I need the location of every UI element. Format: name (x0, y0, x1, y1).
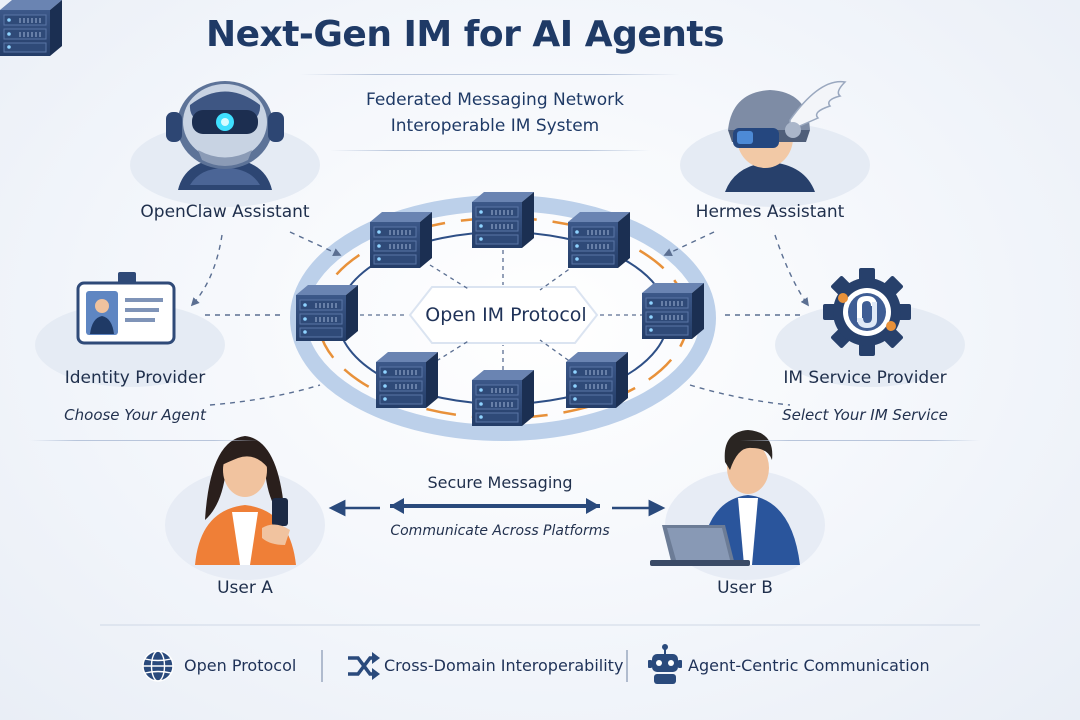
hermes-winged-helmet-icon (725, 80, 847, 192)
server-right (641, 282, 705, 340)
secure-messaging-caption: Communicate Across Platforms (390, 523, 610, 539)
server-left (295, 284, 359, 342)
subtitle-line-2: Interoperable IM System (390, 116, 600, 136)
server-bottom (471, 369, 535, 427)
user-a-label: User A (217, 578, 273, 598)
robot-icon (648, 644, 682, 684)
server-nodes (0, 0, 62, 56)
identity-provider-caption: Choose Your Agent (64, 406, 206, 424)
im-service-provider-label: IM Service Provider (783, 368, 947, 388)
server-top (471, 191, 535, 249)
server-bottom-right (565, 351, 629, 409)
im-service-provider-caption: Select Your IM Service (782, 406, 948, 424)
identity-provider-label: Identity Provider (64, 368, 206, 388)
footer-agent-centric-communication: Agent-Centric Communication (688, 656, 930, 675)
openclaw-robot-icon (166, 81, 284, 190)
hermes-assistant-label: Hermes Assistant (695, 202, 845, 222)
user-b-label: User B (717, 578, 773, 598)
identity-card-icon (76, 272, 176, 345)
footer-separators (100, 624, 980, 682)
footer-cross-domain-interoperability: Cross-Domain Interoperability (384, 656, 624, 675)
gear-icon (823, 268, 911, 356)
title-divider (300, 74, 680, 75)
identity-divider (30, 440, 260, 441)
server-bottom-left (375, 351, 439, 409)
subtitle-divider (330, 150, 650, 151)
im-service-divider (740, 440, 980, 441)
footer-open-protocol: Open Protocol (184, 656, 297, 675)
server-top-left (369, 211, 433, 269)
secure-messaging-arrows (328, 498, 666, 517)
openclaw-assistant-label: OpenClaw Assistant (140, 202, 310, 222)
subtitle-line-1: Federated Messaging Network (365, 90, 624, 110)
open-im-protocol-label: Open IM Protocol (425, 304, 587, 326)
cross-arrows-icon (348, 652, 380, 680)
background-blobs (35, 123, 965, 580)
server-top-right (567, 211, 631, 269)
user-a-avatar (195, 436, 296, 565)
connector-lines (190, 231, 809, 406)
globe-icon (142, 650, 174, 682)
server-icon (0, 0, 62, 56)
page-title: Next-Gen IM for AI Agents (205, 14, 725, 55)
secure-messaging-label: Secure Messaging (427, 473, 573, 492)
